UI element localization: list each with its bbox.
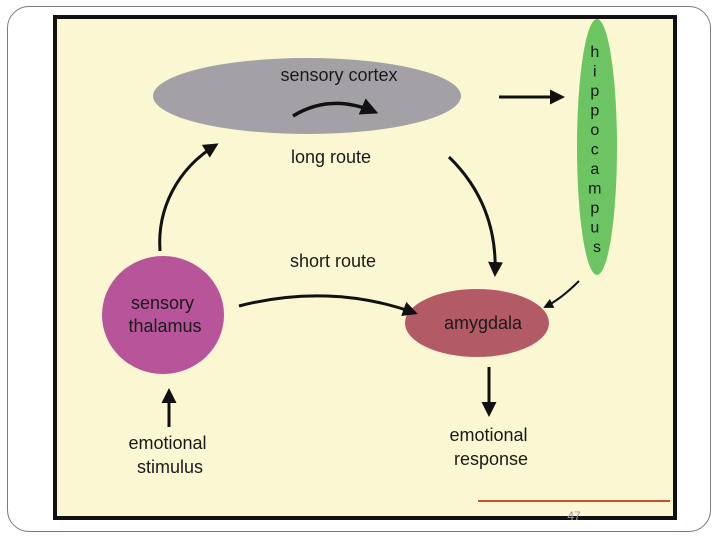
hippocampus-label: h i p p o c a m p u s [588,44,606,256]
hippocampus-letter: i [593,64,597,81]
emotional-response-line2: response [454,449,528,469]
hippocampus-letter: o [590,122,599,139]
hippocampus-letter: p [590,200,599,217]
long-route-label: long route [291,147,371,167]
page-number-bar: 47 [478,500,670,530]
emotional-response-label: emotional response [449,425,532,469]
diagram-figure: sensory cortex h i p p o c a m p u s sen… [53,15,677,520]
emotional-stimulus-line2: stimulus [137,457,203,477]
hippocampus-letter: c [591,142,599,159]
sensory-thalamus-label-line2: thalamus [128,316,201,336]
hippocampus-letter: u [590,220,599,237]
sensory-thalamus-label: sensory thalamus [128,293,201,336]
cortex-processing-arrow [292,98,379,118]
hippocampus-node [577,19,617,275]
amygdala-node [405,289,549,357]
slide-frame [7,6,711,532]
hippocampus-letter: m [588,181,601,198]
cortex-to-amygdala-arrow [447,155,504,277]
thalamus-to-cortex-arrow [158,143,219,252]
hippocampus-letter: s [593,239,601,256]
thalamus-to-amygdala-arrow [238,294,418,316]
page-number: 47 [567,509,581,523]
emotional-stimulus-label: emotional stimulus [128,433,211,477]
hippocampus-letter: a [590,161,599,178]
emotional-response-line1: emotional [449,425,527,445]
sensory-cortex-node [153,58,461,134]
diagram-canvas: sensory cortex h i p p o c a m p u s sen… [57,19,673,516]
hippocampus-letter: p [590,103,599,120]
hippocampus-letter: h [590,44,599,61]
emotional-stimulus-line1: emotional [128,433,206,453]
sensory-cortex-label: sensory cortex [280,65,397,85]
amygdala-label: amygdala [444,313,523,333]
hippocampus-to-amygdala-arrow [543,280,580,308]
sensory-thalamus-node [102,256,224,374]
hippocampus-letter: p [590,83,599,100]
short-route-label: short route [290,251,376,271]
sensory-thalamus-label-line1: sensory [131,293,194,313]
